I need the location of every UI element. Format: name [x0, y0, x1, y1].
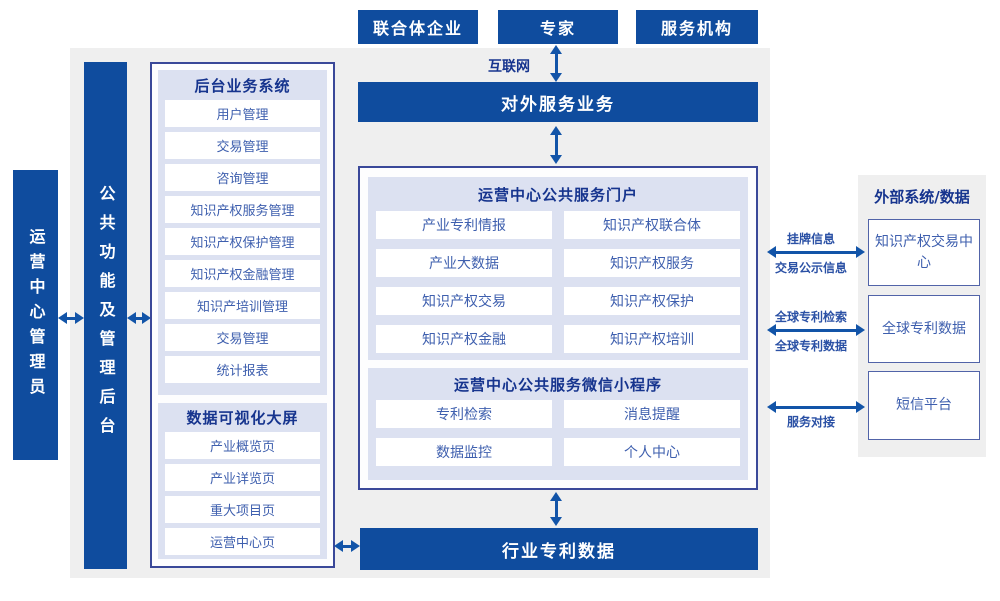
portal-item: 产业大数据 — [376, 249, 552, 277]
arrow-portal-industrydata — [549, 492, 563, 526]
global-patent-search-label: 全球专利检索 — [774, 310, 847, 324]
arrow-externalservice-portal — [549, 126, 563, 164]
portal-item: 产业专利情报 — [376, 211, 552, 239]
arrow-dashboard-industrydata — [334, 539, 360, 553]
public-functions-backend-bar: 公共功能及管理后台 — [84, 62, 127, 569]
actor-consortium-enterprises: 联合体企业 — [358, 10, 478, 44]
arrow-portal-global-patent — [767, 323, 865, 337]
miniprogram-item: 个人中心 — [564, 438, 740, 466]
backend-item: 交易管理 — [165, 132, 320, 159]
public-service-portal-panel: 运营中心公共服务门户 产业专利情报 知识产权联合体 产业大数据 知识产权服务 知… — [368, 177, 748, 360]
backend-item: 知识产权保护管理 — [165, 228, 320, 255]
miniprogram-item: 专利检索 — [376, 400, 552, 428]
miniprogram-item: 消息提醒 — [564, 400, 740, 428]
operations-admin-bar: 运营中心管理员 — [13, 170, 58, 460]
dashboard-item: 产业概览页 — [165, 432, 320, 459]
external-box-ip-trading-center: 知识产权交易中心 — [868, 219, 980, 286]
miniprogram-item: 数据监控 — [376, 438, 552, 466]
data-visualization-panel: 数据可视化大屏 产业概览页 产业详览页 重大项目页 运营中心页 — [158, 403, 327, 559]
portal-item: 知识产权联合体 — [564, 211, 740, 239]
backend-item: 知识产权服务管理 — [165, 196, 320, 223]
dashboard-item: 产业详览页 — [165, 464, 320, 491]
portal-title: 运营中心公共服务门户 — [477, 185, 638, 204]
backend-item: 知识产权金融管理 — [165, 260, 320, 287]
dashboard-item: 运营中心页 — [165, 528, 320, 555]
backend-item: 知识产培训管理 — [165, 292, 320, 319]
arrow-portal-sms — [767, 400, 865, 414]
portal-item: 知识产权交易 — [376, 287, 552, 315]
backend-system-title: 后台业务系统 — [194, 76, 291, 95]
transaction-publicity-label: 交易公示信息 — [774, 261, 847, 275]
actor-service-agencies: 服务机构 — [636, 10, 758, 44]
portal-item: 知识产权金融 — [376, 325, 552, 353]
external-systems-title: 外部系统/数据 — [874, 188, 970, 206]
data-visualization-items: 产业概览页 产业详览页 重大项目页 运营中心页 — [158, 432, 327, 563]
miniprogram-items: 专利检索 消息提醒 数据监控 个人中心 — [368, 400, 748, 480]
portal-item: 知识产权服务 — [564, 249, 740, 277]
backend-item: 统计报表 — [165, 356, 320, 383]
arrow-admin-backend — [58, 311, 84, 325]
backend-item: 用户管理 — [165, 100, 320, 127]
arrow-backend-leftbox — [127, 311, 151, 325]
backend-item: 交易管理 — [165, 324, 320, 351]
miniprogram-title: 运营中心公共服务微信小程序 — [453, 375, 662, 394]
listing-info-label: 挂牌信息 — [786, 232, 835, 246]
external-service-business-bar: 对外服务业务 — [358, 82, 758, 122]
global-patent-data-label: 全球专利数据 — [774, 339, 847, 353]
industry-patent-data-bar: 行业专利数据 — [360, 528, 758, 570]
service-connection-label: 服务对接 — [786, 415, 835, 429]
arrow-internet-vertical — [549, 45, 563, 82]
portal-item: 知识产权培训 — [564, 325, 740, 353]
wechat-miniprogram-panel: 运营中心公共服务微信小程序 专利检索 消息提醒 数据监控 个人中心 — [368, 368, 748, 480]
public-functions-backend-label: 公共功能及管理后台 — [96, 185, 116, 446]
external-box-sms-platform: 短信平台 — [868, 371, 980, 440]
data-visualization-title: 数据可视化大屏 — [186, 409, 299, 427]
operations-admin-label: 运营中心管理员 — [26, 227, 46, 403]
portal-item: 知识产权保护 — [564, 287, 740, 315]
backend-system-items: 用户管理 交易管理 咨询管理 知识产权服务管理 知识产权保护管理 知识产权金融管… — [158, 100, 327, 395]
internet-label: 互联网 — [488, 59, 530, 75]
backend-business-system-panel: 后台业务系统 用户管理 交易管理 咨询管理 知识产权服务管理 知识产权保护管理 … — [158, 70, 327, 395]
actor-experts: 专家 — [498, 10, 618, 44]
dashboard-item: 重大项目页 — [165, 496, 320, 523]
arrow-portal-trading-center — [767, 245, 865, 259]
portal-items: 产业专利情报 知识产权联合体 产业大数据 知识产权服务 知识产权交易 知识产权保… — [368, 211, 748, 361]
external-box-global-patent-data: 全球专利数据 — [868, 295, 980, 363]
backend-item: 咨询管理 — [165, 164, 320, 191]
